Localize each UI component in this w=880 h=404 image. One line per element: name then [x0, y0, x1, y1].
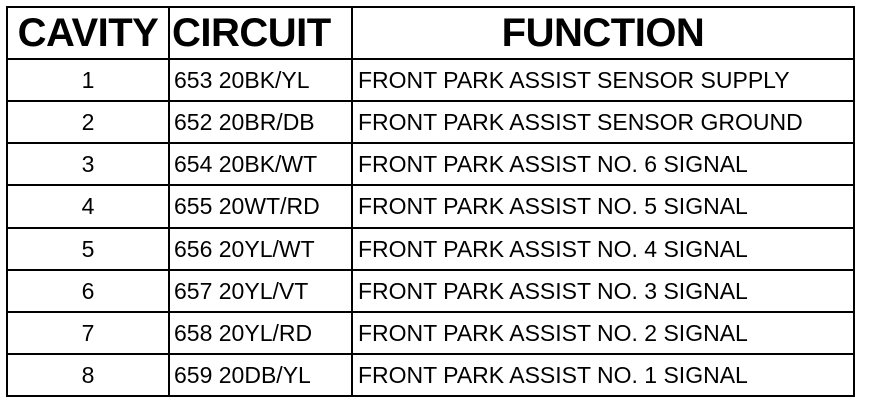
connector-pinout-table: CAVITY CIRCUIT FUNCTION 1 653 20BK/YL FR…: [6, 6, 855, 398]
circuit-cell: 656 20YL/WT: [168, 226, 353, 271]
cavity-cell: 8: [6, 352, 170, 398]
header-function: FUNCTION: [351, 6, 855, 60]
function-cell: FRONT PARK ASSIST NO. 2 SIGNAL: [351, 310, 855, 355]
table-row: 8 659 20DB/YL FRONT PARK ASSIST NO. 1 SI…: [6, 352, 855, 398]
circuit-cell: 659 20DB/YL: [168, 352, 353, 398]
cavity-cell: 1: [6, 57, 170, 103]
function-cell: FRONT PARK ASSIST NO. 5 SIGNAL: [351, 184, 855, 229]
table-row: 3 654 20BK/WT FRONT PARK ASSIST NO. 6 SI…: [6, 142, 855, 187]
cavity-cell: 6: [6, 268, 170, 313]
header-cavity: CAVITY: [6, 6, 170, 60]
table-row: 6 657 20YL/VT FRONT PARK ASSIST NO. 3 SI…: [6, 268, 855, 313]
function-cell: FRONT PARK ASSIST SENSOR SUPPLY: [351, 57, 855, 103]
header-circuit: CIRCUIT: [168, 6, 353, 60]
cavity-cell: 4: [6, 184, 170, 229]
function-cell: FRONT PARK ASSIST NO. 3 SIGNAL: [351, 268, 855, 313]
table-row: 7 658 20YL/RD FRONT PARK ASSIST NO. 2 SI…: [6, 310, 855, 355]
table-row: 4 655 20WT/RD FRONT PARK ASSIST NO. 5 SI…: [6, 184, 855, 229]
table-row: 5 656 20YL/WT FRONT PARK ASSIST NO. 4 SI…: [6, 226, 855, 271]
function-cell: FRONT PARK ASSIST NO. 1 SIGNAL: [351, 352, 855, 398]
table-row: 1 653 20BK/YL FRONT PARK ASSIST SENSOR S…: [6, 57, 855, 103]
circuit-cell: 652 20BR/DB: [168, 100, 353, 145]
function-cell: FRONT PARK ASSIST NO. 4 SIGNAL: [351, 226, 855, 271]
function-cell: FRONT PARK ASSIST NO. 6 SIGNAL: [351, 142, 855, 187]
circuit-cell: 658 20YL/RD: [168, 310, 353, 355]
cavity-cell: 2: [6, 100, 170, 145]
table-row: 2 652 20BR/DB FRONT PARK ASSIST SENSOR G…: [6, 100, 855, 145]
cavity-cell: 5: [6, 226, 170, 271]
circuit-cell: 653 20BK/YL: [168, 57, 353, 103]
connector-pinout-table-container: CAVITY CIRCUIT FUNCTION 1 653 20BK/YL FR…: [6, 6, 855, 398]
circuit-cell: 657 20YL/VT: [168, 268, 353, 313]
circuit-cell: 654 20BK/WT: [168, 142, 353, 187]
header-row: CAVITY CIRCUIT FUNCTION: [6, 6, 855, 60]
table-body: 1 653 20BK/YL FRONT PARK ASSIST SENSOR S…: [6, 57, 855, 398]
circuit-cell: 655 20WT/RD: [168, 184, 353, 229]
cavity-cell: 7: [6, 310, 170, 355]
table-header: CAVITY CIRCUIT FUNCTION: [6, 6, 855, 60]
function-cell: FRONT PARK ASSIST SENSOR GROUND: [351, 100, 855, 145]
cavity-cell: 3: [6, 142, 170, 187]
